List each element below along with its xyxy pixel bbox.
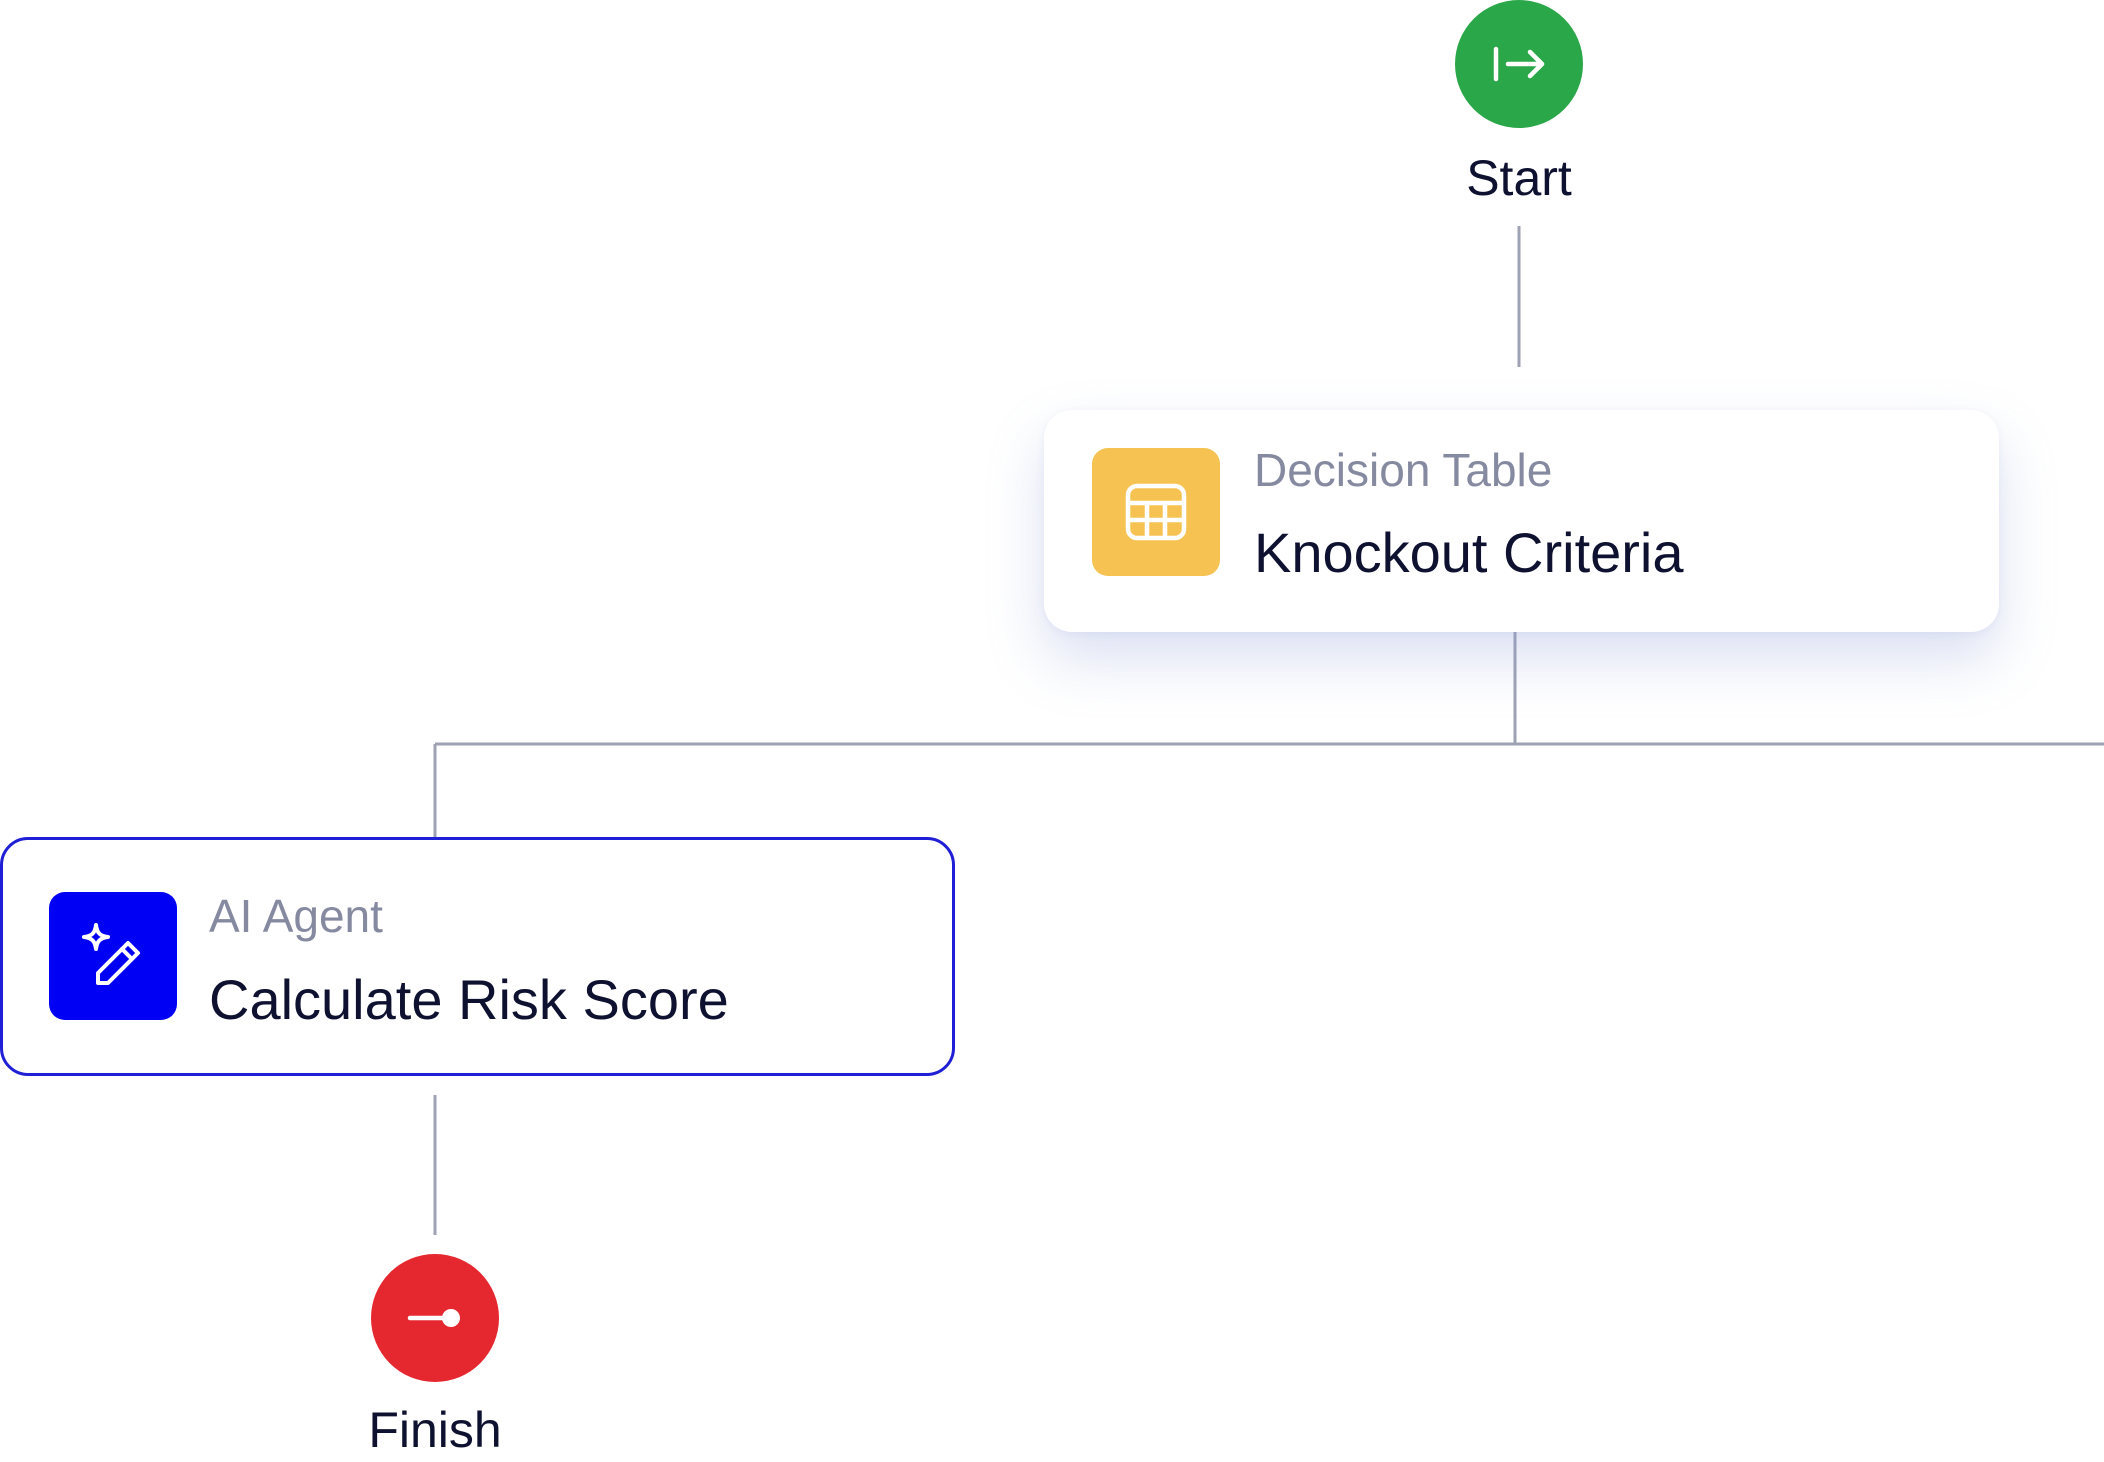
line-end-dot-icon xyxy=(407,1309,460,1327)
node-title: Calculate Risk Score xyxy=(209,968,729,1031)
node-type-label: AI Agent xyxy=(209,890,383,942)
ai-agent-icon-tile xyxy=(49,892,177,1020)
arrow-right-to-line-icon xyxy=(1493,46,1545,82)
decision-table-icon-tile xyxy=(1092,448,1220,576)
node-title: Knockout Criteria xyxy=(1254,521,1684,584)
finish-label: Finish xyxy=(368,1402,502,1458)
decision-table-node[interactable]: Decision Table Knockout Criteria xyxy=(1044,410,1999,632)
sparkle-pencil-icon xyxy=(82,923,140,985)
start-node[interactable] xyxy=(1455,0,1583,128)
table-grid-icon xyxy=(1125,483,1187,541)
finish-node[interactable] xyxy=(371,1254,499,1382)
start-label: Start xyxy=(1466,150,1572,206)
node-type-label: Decision Table xyxy=(1254,444,1553,496)
ai-agent-node[interactable]: AI Agent Calculate Risk Score xyxy=(0,837,955,1076)
